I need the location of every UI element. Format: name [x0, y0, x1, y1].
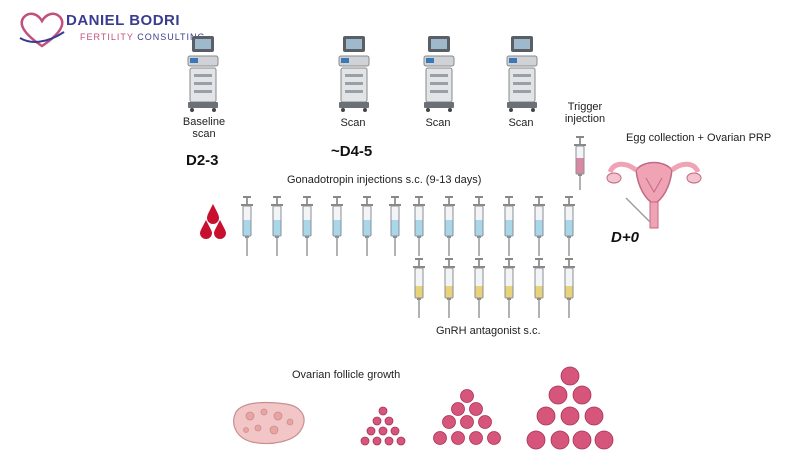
scan-label: Scan: [340, 117, 366, 129]
gonadotropin-syringe-icon: [533, 196, 545, 256]
day-label-d4-5: ~D4-5: [331, 143, 373, 160]
ultrasound-machine-icon: [187, 36, 219, 112]
follicles-small-icon: [360, 406, 406, 446]
heart-logo-icon: [19, 12, 65, 48]
scan-label: Scan: [425, 117, 451, 129]
antagonist-syringe-icon: [413, 258, 425, 318]
gonadotropin-syringe-icon: [473, 196, 485, 256]
ultrasound-machine-icon: [506, 36, 538, 112]
gonadotropin-syringe-icon: [361, 196, 373, 256]
day-label-d2-3: D2-3: [186, 152, 219, 169]
gonadotropin-syringe-icon: [503, 196, 515, 256]
ovary-icon: [233, 401, 305, 445]
gonadotropin-syringe-icon: [301, 196, 313, 256]
logo-subtitle-a: FERTILITY: [80, 32, 134, 42]
gonadotropin-syringe-icon: [331, 196, 343, 256]
blood-drop-icon: [200, 204, 226, 239]
follicles-medium-icon: [433, 389, 501, 445]
trigger-label: Trigger injection: [564, 101, 606, 125]
gonadotropin-syringe-icon: [413, 196, 425, 256]
antagonist-syringe-icon: [563, 258, 575, 318]
follicles-large-icon: [526, 366, 614, 450]
syringe-icon: [574, 136, 586, 190]
scan-label-baseline: Baseline scan: [182, 116, 226, 140]
logo-subtitle-b: CONSULTING: [133, 32, 206, 42]
gonadotropin-syringe-icon: [563, 196, 575, 256]
gonadotropin-syringe-icon: [241, 196, 253, 256]
antagonist-syringe-icon: [503, 258, 515, 318]
ultrasound-machine-icon: [423, 36, 455, 112]
logo: DANIEL BODRI FERTILITY CONSULTING: [16, 6, 205, 50]
logo-name: DANIEL BODRI: [66, 12, 181, 29]
antagonist-syringe-icon: [443, 258, 455, 318]
gonadotropin-syringe-icon: [389, 196, 401, 256]
gonadotropin-syringe-icon: [271, 196, 283, 256]
uterus-icon: [606, 161, 702, 229]
antagonist-syringe-icon: [473, 258, 485, 318]
ultrasound-machine-icon: [338, 36, 370, 112]
follicle-growth-label: Ovarian follicle growth: [292, 369, 401, 381]
antagonist-syringe-icon: [533, 258, 545, 318]
logo-subtitle: FERTILITY CONSULTING: [80, 32, 206, 42]
gonadotropin-syringe-icon: [443, 196, 455, 256]
egg-collection-label: Egg collection + Ovarian PRP: [626, 132, 772, 144]
gonadotropin-label: Gonadotropin injections s.c. (9-13 days): [287, 174, 482, 186]
antagonist-label: GnRH antagonist s.c.: [436, 325, 541, 337]
day-label-d0: D+0: [611, 229, 639, 246]
scan-label: Scan: [508, 117, 534, 129]
